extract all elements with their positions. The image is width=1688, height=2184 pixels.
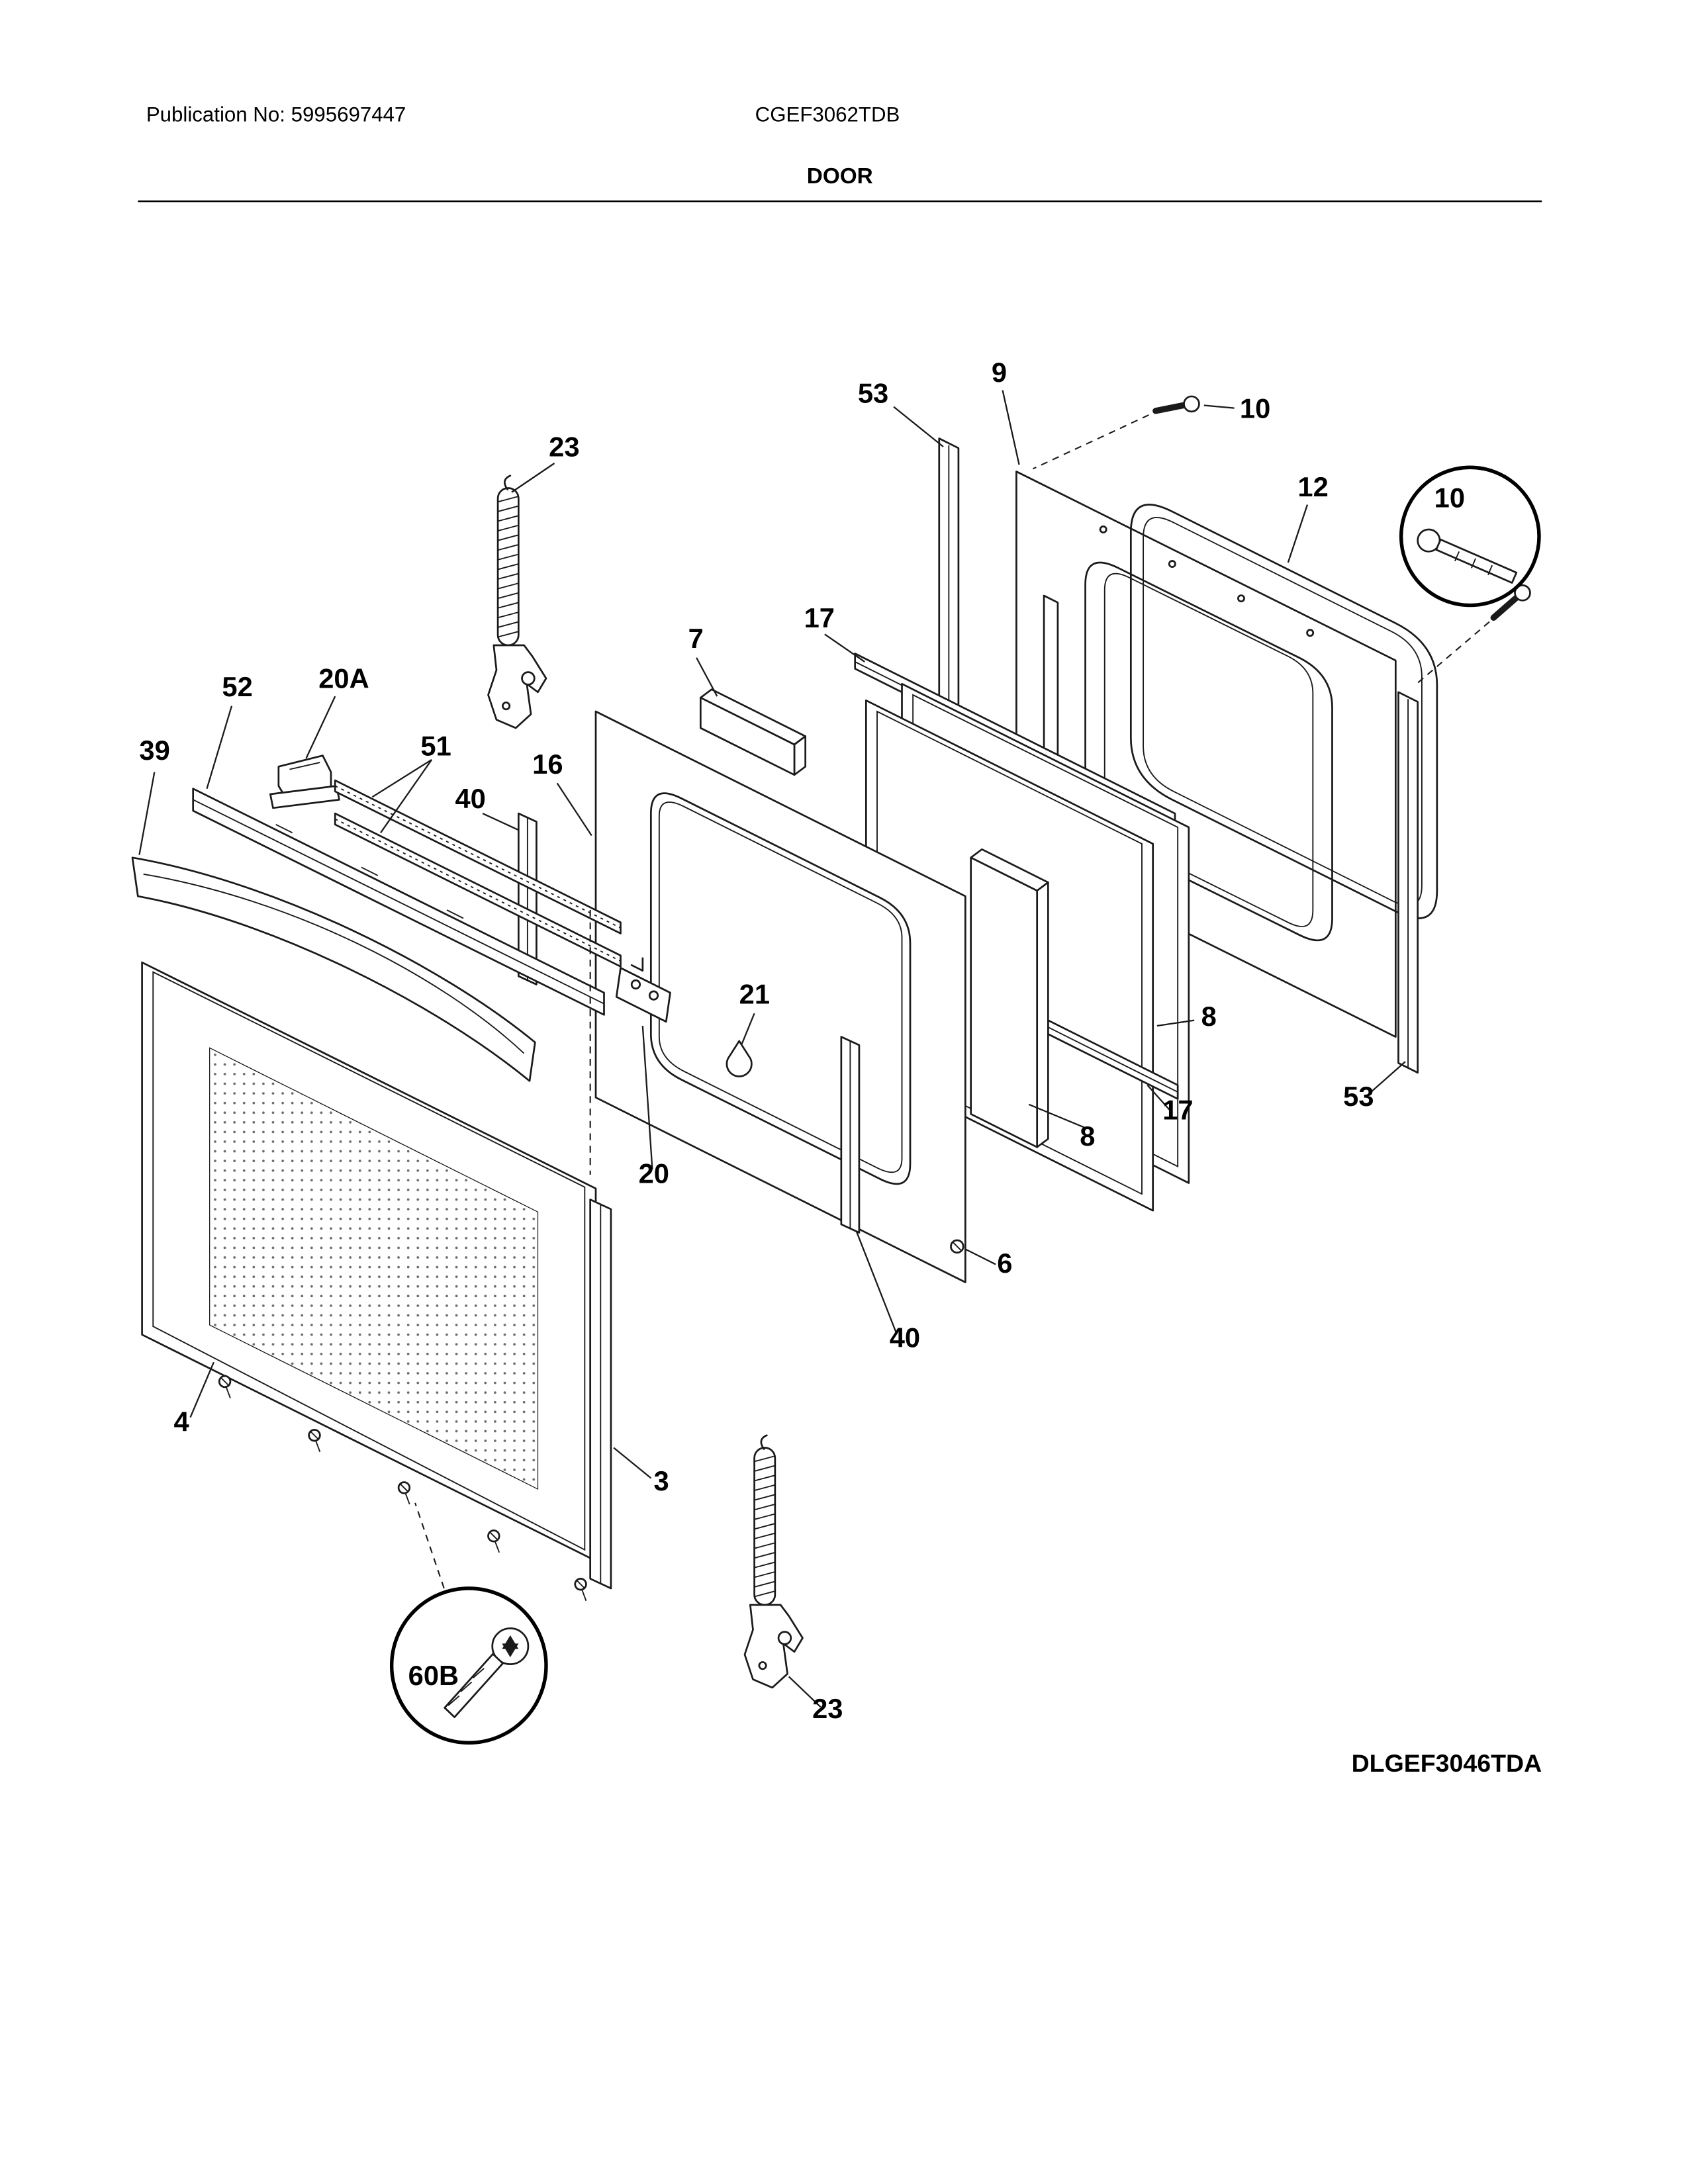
- diagram-code: DLGEF3046TDA: [1352, 1749, 1542, 1777]
- part-label-53-left: 53: [858, 377, 888, 408]
- part-21-plug: [726, 1040, 753, 1077]
- part-label-7: 7: [688, 623, 704, 654]
- part-label-3: 3: [654, 1465, 669, 1496]
- part-label-12: 12: [1297, 471, 1328, 502]
- publication-number: Publication No: 5995697447: [146, 103, 406, 126]
- part-40-channel-bottom: [840, 1036, 861, 1234]
- part-20a-bracket: [269, 754, 340, 809]
- part-label-20A: 20A: [318, 663, 369, 694]
- part-label-8-bottom: 8: [1080, 1120, 1095, 1152]
- section-title: DOOR: [807, 164, 873, 189]
- part-12-window-frame: [1129, 504, 1438, 919]
- part-23-hinge-top: [487, 475, 547, 729]
- part-label-52: 52: [222, 671, 252, 702]
- page-header: Publication No: 5995697447 CGEF3062TDB D…: [138, 103, 1542, 203]
- part-53-side-trim-right: [1397, 691, 1419, 1074]
- part-label-51: 51: [420, 731, 451, 762]
- part-10-screw-top: [1152, 395, 1200, 414]
- part-label-4: 4: [174, 1406, 189, 1437]
- construction-lines: [414, 414, 1490, 1589]
- part-label-20: 20: [639, 1158, 669, 1189]
- part-label-6: 6: [997, 1248, 1012, 1279]
- part-label-40-bottom: 40: [890, 1322, 920, 1353]
- part-label-60B: 60B: [408, 1660, 459, 1691]
- part-6-screw: [950, 1239, 964, 1254]
- part-20-latch-bracket: [615, 957, 671, 1023]
- part-3-side-trim: [589, 1199, 612, 1590]
- part-10-screw-callout: [1399, 465, 1541, 608]
- part-label-8-top: 8: [1201, 1001, 1217, 1032]
- part-label-10-top: 10: [1240, 392, 1270, 424]
- part-label-17-top: 17: [804, 602, 835, 633]
- part-label-16: 16: [532, 749, 563, 780]
- part-60b-screw-callout: [389, 1586, 548, 1745]
- part-23-hinge-bottom: [743, 1434, 804, 1689]
- exploded-view: 53 9 10 23 12 10 17 7 52 20A 51 39 40 16 21 8 17 8 53 20 6 40…: [131, 357, 1541, 1745]
- part-label-53-right: 53: [1343, 1081, 1374, 1112]
- front-edge-screws: [218, 1375, 587, 1602]
- model-number: CGEF3062TDB: [755, 103, 900, 126]
- part-40-channel-left: [517, 812, 538, 985]
- part-label-39: 39: [139, 735, 169, 766]
- part-label-17-bottom: 17: [1162, 1095, 1193, 1126]
- part-label-23-top: 23: [549, 432, 579, 463]
- leader-lines: [138, 390, 1406, 1707]
- part-10-screw-right: [1490, 584, 1531, 621]
- part-label-10-callout: 10: [1434, 482, 1465, 514]
- part-39-door-handle: [131, 856, 536, 1082]
- part-7-insulation-column: [970, 848, 1049, 1148]
- part-label-40-left: 40: [455, 783, 486, 814]
- part-label-23-bottom: 23: [812, 1693, 843, 1724]
- part-52-trim-strip: [192, 788, 605, 1016]
- part-7-insulation-block: [699, 688, 807, 776]
- part-label-9: 9: [992, 357, 1007, 388]
- part-label-21: 21: [739, 979, 770, 1010]
- part-51-rails: [334, 779, 622, 968]
- part-labels: 53 9 10 23 12 10 17 7 52 20A 51 39 40 16 21 8 17 8 53 20 6 40…: [139, 357, 1465, 1724]
